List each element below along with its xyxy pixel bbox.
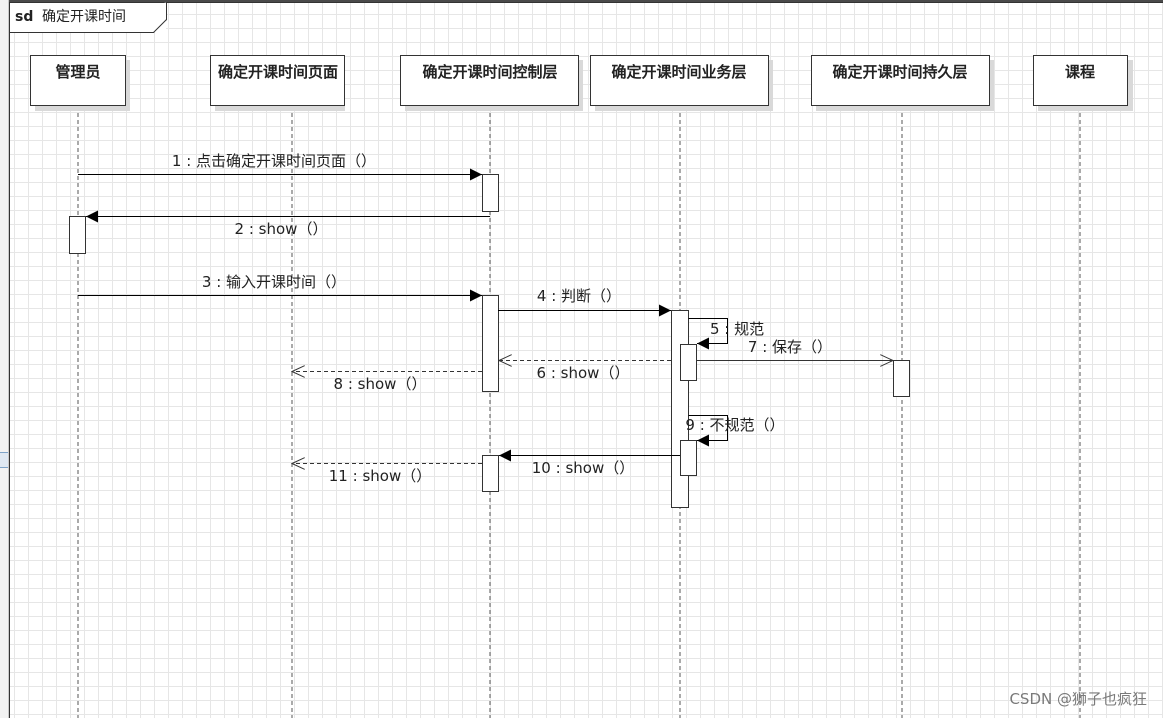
message-9-label: 9 : 不规范（）: [685, 416, 784, 434]
message-10-label: 10 : show（）: [532, 459, 634, 477]
frame-title: 确定开课时间: [42, 9, 126, 25]
activation-service-main[interactable]: [671, 310, 689, 508]
message-4[interactable]: 4 : 判断（）: [498, 287, 671, 317]
message-8[interactable]: 8 : show（）: [292, 372, 482, 394]
sd-frame: sd 确定开课时间: [9, 2, 1163, 718]
lifeline-page-label: 确定开课时间页面: [218, 63, 338, 81]
activation-bars: [69, 174, 910, 508]
message-6-label: 6 : show（）: [537, 364, 630, 382]
message-11-label: 11 : show（）: [329, 467, 431, 485]
message-5-label: 5 : 规范: [710, 320, 764, 338]
lifeline-service-label: 确定开课时间业务层: [611, 63, 746, 81]
frame-keyword: sd: [15, 9, 33, 25]
lifeline-admin-label: 管理员: [55, 63, 100, 81]
lifeline-persist[interactable]: 确定开课时间持久层: [811, 55, 995, 112]
message-1[interactable]: 1 : 点击确定开课时间页面（）: [78, 152, 482, 181]
activation-control-3[interactable]: [482, 455, 499, 492]
message-2[interactable]: 2 : show（）: [86, 210, 490, 239]
message-5[interactable]: 5 : 规范: [688, 318, 765, 350]
csdn-watermark: CSDN @狮子也疯狂: [1009, 690, 1147, 708]
activation-persist-1[interactable]: [893, 360, 910, 397]
activation-control-2[interactable]: [482, 295, 499, 392]
lifeline-control[interactable]: 确定开课时间控制层: [400, 55, 584, 112]
left-ruler-marker: [0, 452, 8, 468]
activation-admin-1[interactable]: [69, 216, 86, 254]
left-ruler: [0, 0, 9, 718]
activation-control-1[interactable]: [482, 174, 499, 212]
message-6[interactable]: 6 : show（）: [499, 361, 671, 383]
lifeline-lines: [77, 106, 1081, 718]
lifeline-persist-label: 确定开课时间持久层: [832, 63, 967, 81]
message-1-label: 1 : 点击确定开课时间页面（）: [172, 152, 376, 170]
message-11[interactable]: 11 : show（）: [292, 464, 482, 486]
message-7-label: 7 : 保存（）: [748, 338, 832, 356]
lifeline-course-label: 课程: [1065, 63, 1095, 81]
message-7[interactable]: 7 : 保存（）: [696, 338, 893, 361]
message-9[interactable]: 9 : 不规范（）: [685, 415, 785, 447]
lifeline-course[interactable]: 课程: [1033, 55, 1134, 112]
message-4-label: 4 : 判断（）: [537, 287, 621, 305]
message-2-label: 2 : show（）: [235, 220, 328, 238]
lifeline-page[interactable]: 确定开课时间页面: [210, 55, 346, 112]
window-top-border: [0, 0, 1163, 3]
lifeline-control-label: 确定开课时间控制层: [422, 63, 557, 81]
activation-service-nested-2[interactable]: [680, 440, 697, 476]
lifeline-service[interactable]: 确定开课时间业务层: [590, 55, 774, 112]
message-3-label: 3 : 输入开课时间（）: [202, 273, 346, 291]
message-10[interactable]: 10 : show（）: [499, 449, 680, 478]
activation-service-nested-1[interactable]: [680, 344, 697, 381]
lifeline-admin[interactable]: 管理员: [30, 55, 131, 112]
message-3[interactable]: 3 : 输入开课时间（）: [78, 273, 482, 302]
message-8-label: 8 : show（）: [334, 375, 427, 393]
